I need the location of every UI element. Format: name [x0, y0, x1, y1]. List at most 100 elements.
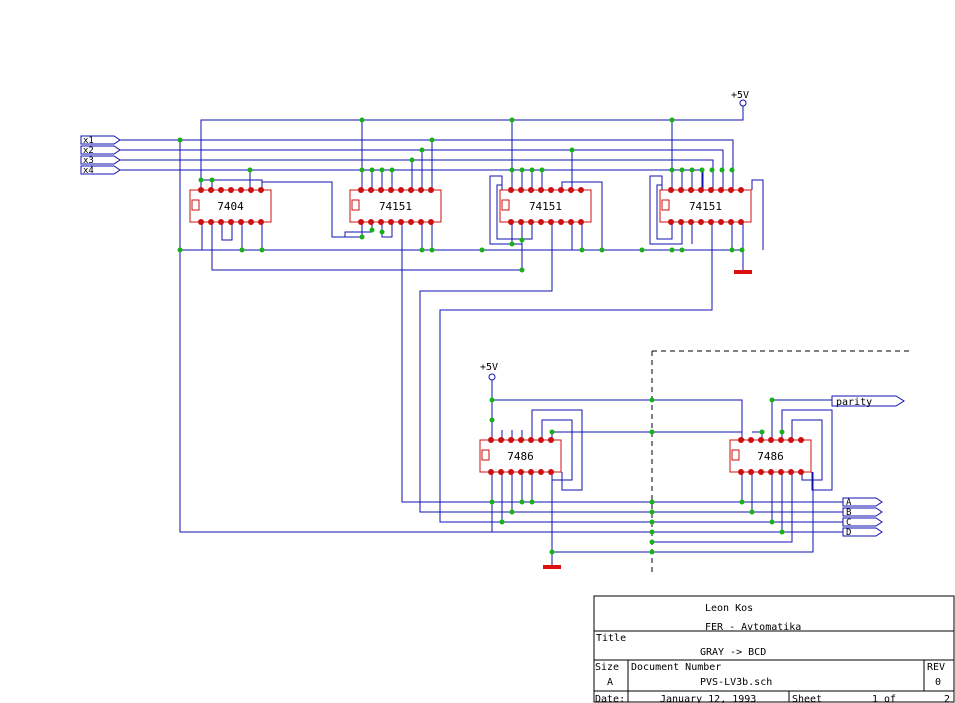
- chip-pin-top: [378, 187, 384, 193]
- junction-dot: [549, 429, 555, 435]
- junction-dot: [779, 529, 785, 535]
- junction-dot: [639, 247, 645, 253]
- junction-dot: [369, 227, 375, 233]
- chip-pin-bottom: [538, 469, 544, 475]
- junction-dot: [379, 229, 385, 235]
- chip-pin-bottom: [228, 219, 234, 225]
- chip-pin-top: [358, 187, 364, 193]
- chip-pin-top: [218, 187, 224, 193]
- junction-dot: [239, 247, 245, 253]
- input-port-x3: x3: [80, 155, 121, 166]
- junction-dot: [759, 429, 765, 435]
- junction-dot: [177, 247, 183, 253]
- chip-label: 74151: [379, 200, 412, 213]
- chip-pin-bottom: [728, 219, 734, 225]
- junction-dot: [649, 397, 655, 403]
- docnum-value: PVS-LV3b.sch: [700, 677, 772, 688]
- chip-pin-top: [528, 437, 534, 443]
- chip-notch: [351, 199, 360, 211]
- junction-dot: [359, 167, 365, 173]
- junctions: [177, 117, 785, 555]
- junction-dot: [669, 167, 675, 173]
- chip-pin-bottom: [758, 469, 764, 475]
- chip-pin-top: [558, 187, 564, 193]
- junction-dot: [519, 167, 525, 173]
- junction-dot: [579, 247, 585, 253]
- chip-pin-bottom: [508, 469, 514, 475]
- junction-dot: [669, 247, 675, 253]
- size-label: Size: [595, 662, 619, 673]
- junction-dot: [649, 549, 655, 555]
- junction-dot: [769, 519, 775, 525]
- chip-pin-top: [718, 187, 724, 193]
- title-block-text: Leon Kos FER - Avtomatika Title GRAY -> …: [595, 603, 950, 703]
- chip-pin-bottom: [208, 219, 214, 225]
- input-label-x3: x3: [83, 156, 94, 166]
- chip-pin-top: [768, 437, 774, 443]
- chip-pin-top: [528, 187, 534, 193]
- author-text: Leon Kos: [705, 603, 753, 614]
- vcc-label-top: +5V: [731, 90, 749, 101]
- chip-pin-top: [388, 187, 394, 193]
- title-label: Title: [596, 633, 626, 644]
- chip-pin-top: [518, 437, 524, 443]
- chip-pin-top: [508, 437, 514, 443]
- chip-notch: [481, 449, 490, 461]
- rev-label: REV: [927, 662, 945, 673]
- junction-dot: [369, 167, 375, 173]
- wire-x2: [120, 149, 724, 190]
- chip-pin-bottom: [258, 219, 264, 225]
- chip-pin-bottom: [508, 219, 514, 225]
- junction-dot: [509, 509, 515, 515]
- junction-dot: [649, 539, 655, 545]
- chip-4: 7486: [479, 437, 562, 475]
- junction-dot: [769, 397, 775, 403]
- chip-pin-bottom: [788, 469, 794, 475]
- chip-pin-top: [778, 437, 784, 443]
- chip-pin-top: [678, 187, 684, 193]
- size-value: A: [607, 677, 613, 688]
- junction-dot: [489, 397, 495, 403]
- chip-notch: [191, 199, 200, 211]
- junction-dot: [529, 167, 535, 173]
- title-value: GRAY -> BCD: [700, 647, 766, 658]
- junction-dot: [599, 247, 605, 253]
- junction-dot: [689, 167, 695, 173]
- junction-dot: [209, 177, 215, 183]
- chip-pin-top: [248, 187, 254, 193]
- junction-dot: [649, 529, 655, 535]
- chip-pin-top: [548, 437, 554, 443]
- junction-dot: [489, 417, 495, 423]
- chip-pin-bottom: [698, 219, 704, 225]
- chip-pin-bottom: [718, 219, 724, 225]
- output-label-C: C: [846, 518, 851, 528]
- input-label-x1: x1: [83, 136, 94, 146]
- chip-pin-top: [748, 437, 754, 443]
- junction-dot: [479, 247, 485, 253]
- chip-pin-top: [488, 437, 494, 443]
- output-port-B: B: [842, 507, 883, 518]
- date-label: Date:: [595, 694, 625, 703]
- chip-pin-top: [568, 187, 574, 193]
- input-port-x1: x1: [80, 135, 121, 146]
- output-label-D: D: [846, 528, 851, 538]
- junction-dot: [519, 267, 525, 273]
- chip-pin-bottom: [218, 219, 224, 225]
- chip-pin-top: [228, 187, 234, 193]
- junction-dot: [519, 237, 525, 243]
- chip-pin-top: [398, 187, 404, 193]
- chip-pin-bottom: [368, 219, 374, 225]
- output-port-A: A: [842, 497, 883, 508]
- junction-dot: [739, 247, 745, 253]
- chip-pin-bottom: [538, 219, 544, 225]
- chip-pin-bottom: [678, 219, 684, 225]
- chip-pin-bottom: [738, 469, 744, 475]
- chip-pin-top: [238, 187, 244, 193]
- junction-dot: [679, 167, 685, 173]
- chip-pin-bottom: [388, 219, 394, 225]
- junction-dot: [699, 167, 705, 173]
- output-label-A: A: [846, 498, 852, 508]
- chip-pin-bottom: [378, 219, 384, 225]
- junction-dot: [739, 499, 745, 505]
